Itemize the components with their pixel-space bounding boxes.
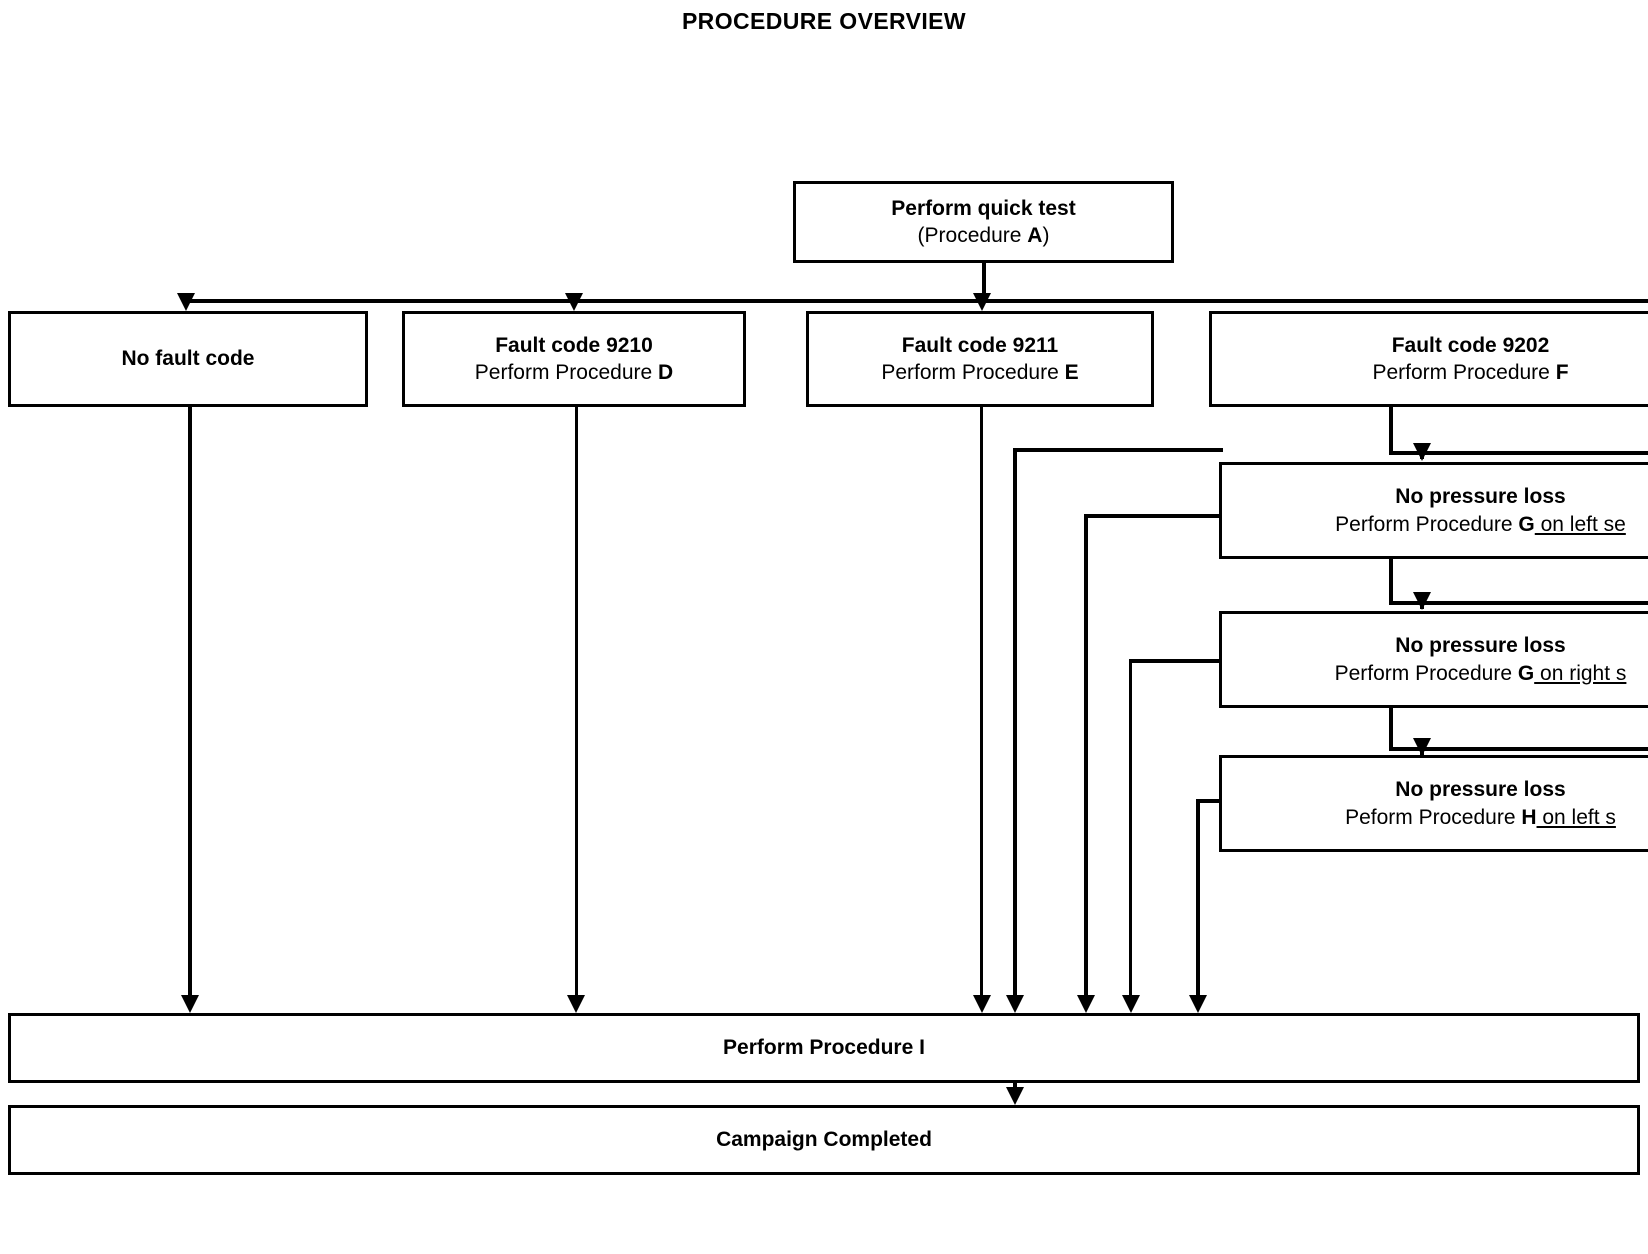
arrowhead-completed xyxy=(1006,1087,1024,1105)
node-proc-i-line1: Perform Procedure I xyxy=(723,1036,925,1060)
node-no-fault-line1: No fault code xyxy=(121,347,255,371)
connector-nofault-to-proci xyxy=(188,407,192,1003)
connector-gright-stub-left xyxy=(1084,514,1223,518)
connector-9202-down xyxy=(1389,407,1393,455)
node-g-left-line2: Perform Procedure G on left se xyxy=(1335,512,1626,536)
node-perform-procedure-i[interactable]: Perform Procedure I xyxy=(8,1013,1640,1083)
arrowhead-h-left xyxy=(1413,738,1431,756)
node-9210-line2: Perform Procedure D xyxy=(474,361,674,384)
node-9202-line2: Perform Procedure F xyxy=(1372,361,1569,384)
node-9210-line1: Fault code 9210 xyxy=(495,333,653,357)
connector-fanout-bus xyxy=(184,299,1648,303)
arrowhead-proci-from-nofault xyxy=(181,995,199,1013)
node-fault-code-9202[interactable]: Fault code 9202 Perform Procedure F xyxy=(1209,311,1648,407)
arrowhead-proci-from-9210 xyxy=(567,995,585,1013)
arrowhead-g-right xyxy=(1413,592,1431,610)
node-completed-line1: Campaign Completed xyxy=(716,1128,932,1152)
connector-gright-to-proci xyxy=(1084,514,1088,1003)
arrowhead-nofault xyxy=(177,293,195,311)
connector-gright-right xyxy=(1389,747,1648,751)
connector-9202-right xyxy=(1389,451,1648,455)
arrowhead-proci-from-gright xyxy=(1077,995,1095,1013)
node-g-left-line1: No pressure loss xyxy=(1395,485,1566,509)
connector-gleft-stub-left xyxy=(1013,448,1223,452)
arrowhead-proci-from-9211 xyxy=(973,995,991,1013)
node-9202-line1: Fault code 9202 xyxy=(1391,333,1550,357)
connector-gright-down xyxy=(1389,708,1393,751)
node-campaign-completed[interactable]: Campaign Completed xyxy=(8,1105,1640,1175)
node-fault-code-9211[interactable]: Fault code 9211 Perform Procedure E xyxy=(806,311,1154,407)
connector-hleft-stub-left xyxy=(1129,659,1223,663)
connector-gleft-right xyxy=(1389,601,1648,605)
arrowhead-9210 xyxy=(565,293,583,311)
connector-hleft2-stub-left xyxy=(1196,799,1223,803)
arrowhead-9211 xyxy=(973,293,991,311)
node-g-right-line1: No pressure loss xyxy=(1395,634,1566,658)
node-no-fault-code[interactable]: No fault code xyxy=(8,311,368,407)
node-no-pressure-loss-h-left[interactable]: No pressure loss Peform Procedure H on l… xyxy=(1219,755,1648,852)
node-quick-test-line1: Perform quick test xyxy=(891,196,1076,220)
node-9211-line2: Perform Procedure E xyxy=(881,361,1079,384)
node-no-pressure-loss-g-left[interactable]: No pressure loss Perform Procedure G on … xyxy=(1219,462,1648,559)
connector-9211-to-proci xyxy=(980,407,983,1003)
arrowhead-proci-from-hleft xyxy=(1122,995,1140,1013)
connector-gleft-to-proci xyxy=(1013,448,1017,1003)
connector-gleft-down xyxy=(1389,559,1393,605)
arrowhead-proci-from-hleft2 xyxy=(1189,995,1207,1013)
arrowhead-proci-from-gleft xyxy=(1006,995,1024,1013)
connector-hleft-to-proci xyxy=(1129,659,1132,1003)
connector-9210-to-proci xyxy=(575,407,578,1003)
page-title: PROCEDURE OVERVIEW xyxy=(681,8,967,34)
connector-quicktest-stem xyxy=(982,263,986,301)
node-perform-quick-test[interactable]: Perform quick test (Procedure A) xyxy=(793,181,1174,263)
node-h-left-line1: No pressure loss xyxy=(1395,778,1566,802)
node-h-left-line2: Peform Procedure H on left s xyxy=(1345,805,1616,829)
node-g-right-line2: Perform Procedure G on right s xyxy=(1334,661,1627,685)
node-fault-code-9210[interactable]: Fault code 9210 Perform Procedure D xyxy=(402,311,746,407)
node-quick-test-line2: (Procedure A) xyxy=(917,224,1050,247)
connector-hleft2-to-proci xyxy=(1196,799,1200,1003)
node-no-pressure-loss-g-right[interactable]: No pressure loss Perform Procedure G on … xyxy=(1219,611,1648,708)
node-9211-line1: Fault code 9211 xyxy=(901,333,1059,357)
arrowhead-g-left xyxy=(1413,443,1431,461)
